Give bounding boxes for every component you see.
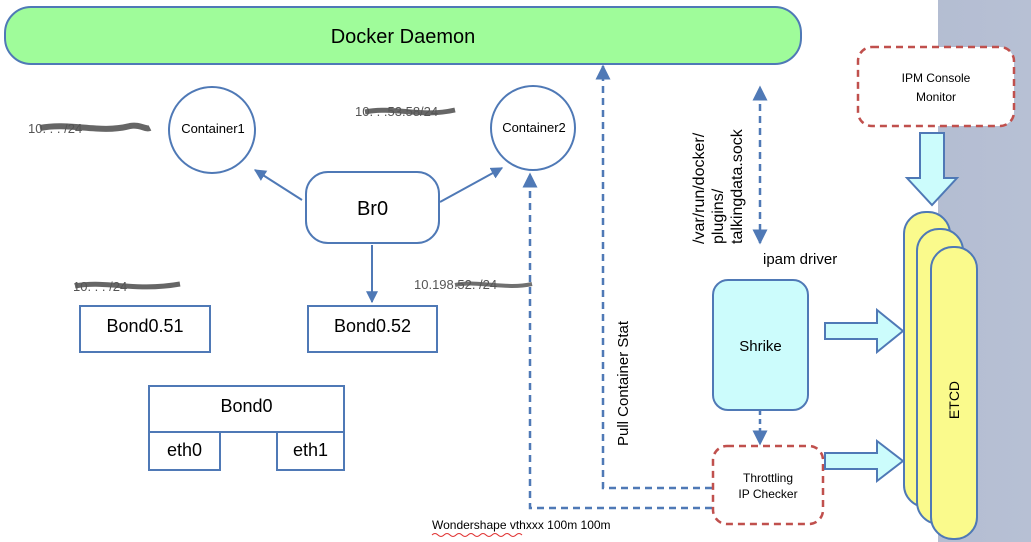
bond0-box[interactable]: [148, 385, 345, 433]
pull-container-stat-line: [595, 64, 712, 490]
bond052-ip: 10.198.52. /24: [414, 277, 498, 292]
spellcheck-underline: [431, 533, 523, 537]
eth0-box[interactable]: [148, 431, 221, 471]
shrike-box[interactable]: [712, 279, 809, 411]
socket-path-label: /var/run/docker/ plugins/ talkingdata.so…: [690, 44, 750, 244]
etcd-cylinder[interactable]: [930, 246, 978, 540]
redaction-scribble: [454, 281, 533, 288]
socket-path-line-2: plugins/: [710, 188, 727, 244]
container2-label: Container2: [502, 120, 566, 135]
throttling-to-etcd-arrow: [824, 438, 905, 484]
socket-path-line-3: talkingdata.sock: [729, 129, 746, 244]
etcd-label: ETCD: [946, 380, 962, 420]
shrike-to-etcd-arrow: [824, 307, 905, 355]
docker-daemon-box[interactable]: [4, 6, 802, 65]
throttling-label-1: Throttling: [742, 471, 794, 485]
br0-label: Br0: [356, 198, 389, 220]
container1-label: Container1: [181, 121, 245, 136]
throttle-to-container2-line: [522, 172, 712, 510]
bond052-box[interactable]: [307, 305, 438, 353]
ipm-to-etcd-arrow: [904, 132, 960, 207]
bond051-label: Bond0.51: [106, 316, 184, 336]
wondershape-label: Wondershape vthxxx 100m 100m: [432, 518, 611, 532]
redaction-scribble: [39, 122, 152, 132]
container1-ip: 10. . . /24: [28, 121, 83, 136]
socket-path-line-1: /var/run/docker/: [691, 132, 708, 244]
bond052-label: Bond0.52: [333, 316, 412, 336]
bond051-box[interactable]: [79, 305, 211, 353]
shrike-label: Shrike: [739, 338, 782, 355]
br0-to-container2-arrow: [439, 167, 504, 203]
br0-box[interactable]: [305, 171, 440, 244]
bond0-label: Bond0: [220, 396, 273, 416]
eth0-label: eth0: [166, 440, 203, 460]
container2-node[interactable]: [490, 85, 576, 171]
br0-to-container1-arrow: [253, 169, 303, 201]
pull-container-stat-label: Pull Container Stat: [615, 320, 632, 446]
eth1-label: eth1: [292, 440, 329, 460]
ipm-console-box[interactable]: [856, 45, 1016, 128]
ipm-console-label-2: Monitor: [915, 90, 956, 104]
throttling-box[interactable]: [711, 444, 825, 526]
bond051-ip: 10. . . /24: [73, 279, 128, 294]
ipm-console-label-1: IPM Console: [901, 71, 971, 85]
redaction-scribble: [364, 107, 456, 116]
redaction-scribble: [74, 281, 181, 290]
throttling-label-2: IP Checker: [738, 487, 798, 501]
container1-node[interactable]: [168, 86, 256, 174]
ipam-driver-label: ipam driver: [763, 251, 838, 268]
container2-ip: 10. . .53.58/24: [355, 104, 439, 119]
docker-daemon-label: Docker Daemon: [330, 26, 476, 48]
eth1-box[interactable]: [276, 431, 345, 471]
